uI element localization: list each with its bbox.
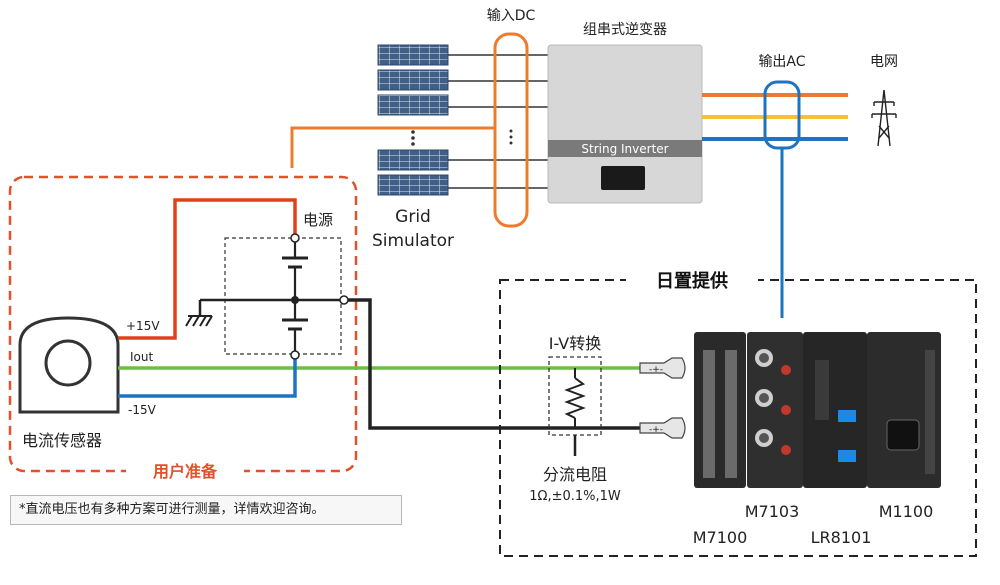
current-sensor-label: 电流传感器 [22,431,102,450]
minus15-label: -15V [128,403,157,417]
minus15-wire [118,355,297,398]
dc-clamp-cable [290,126,495,168]
terminal-lugs: -+- -+- [639,357,686,439]
shunt-label: 分流电阻 [543,465,607,484]
svg-text:-+-: -+- [649,365,663,375]
power-tower-icon [871,89,897,147]
inverter-title: 组串式逆变器 [583,22,667,38]
grid-simulator-label-2: Simulator [372,231,454,251]
grid-label: 电网 [870,54,898,70]
current-sensor [18,316,120,414]
iout-label: Iout [130,350,153,364]
shunt-resistor [564,368,586,456]
string-inverter [547,44,703,204]
hioki-supplied-border [499,279,977,557]
input-dc-label: 输入DC [487,8,536,24]
data-logger-modules [694,332,941,488]
dc-clamp-sensor [493,32,529,228]
dc-input-lines [448,54,548,189]
hioki-supplied-label: 日置提供 [656,270,728,292]
svg-text:-+-: -+- [649,425,663,435]
plus15-label: +15V [126,319,160,333]
lr8101-label: LR8101 [811,528,872,547]
ground-icon [185,315,213,327]
iv-conversion-label: I-V转换 [549,334,602,353]
power-supply-label: 电源 [303,211,333,229]
m7100-label: M7100 [693,528,748,547]
power-supply-box [224,237,342,355]
output-ac-label: 输出AC [758,54,805,70]
inverter-panel-label: String Inverter [581,142,668,156]
m7103-label: M7103 [745,502,800,521]
user-prepared-label: 用户准备 [153,462,218,481]
solar-panel-array [377,44,449,196]
plus15-wire [118,198,297,340]
ac-output-lines [702,93,848,141]
footnote: *直流电压也有多种方案可进行测量，详情欢迎咨询。 [10,495,402,525]
shunt-spec-label: 1Ω,±0.1%,1W [529,489,621,504]
grid-simulator-label-1: Grid [395,207,431,227]
m1100-label: M1100 [879,502,934,521]
